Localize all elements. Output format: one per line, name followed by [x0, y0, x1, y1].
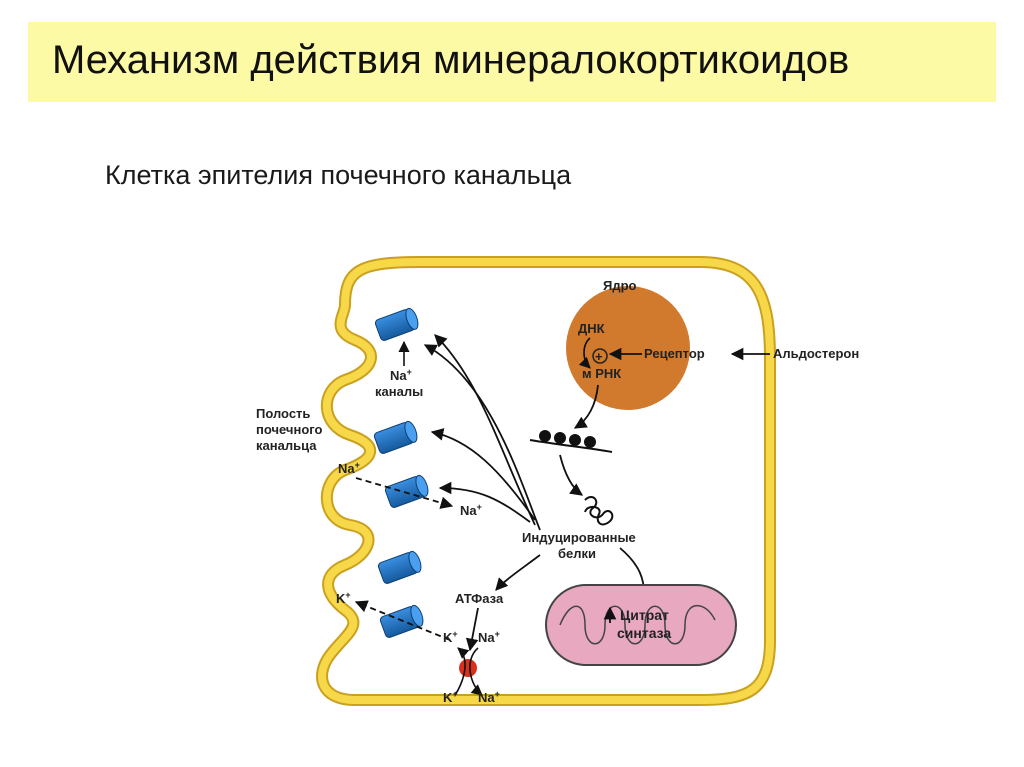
na-k-pump [459, 659, 477, 677]
aldosterone-label: Альдостерон [773, 346, 859, 361]
mitochondrion [545, 584, 737, 666]
pump-na-arrow [469, 647, 483, 696]
ribosome-strand [529, 439, 613, 453]
pump-k-arrow [454, 647, 470, 696]
protein-to-channel-3-arrow [430, 428, 536, 521]
dna-to-mrna-arrow [578, 337, 591, 369]
na-channels-label-1: Na+ [390, 367, 412, 383]
cell-membrane-fill [318, 258, 774, 704]
k-efflux-arrow [354, 600, 451, 641]
na-channels-label-2: каналы [375, 384, 423, 399]
na-influx-arrow [355, 477, 454, 509]
citrate-label-1: Цитрат [620, 607, 669, 623]
nucleus [566, 286, 690, 410]
atpase-arrow [465, 607, 479, 652]
receptor-label: Рецептор [644, 346, 705, 361]
lumen-label-3: канальца [256, 438, 317, 453]
induced-proteins-label-2: белки [558, 546, 596, 561]
na-channel-1 [374, 307, 419, 341]
mrna-to-ribosome-arrow [573, 384, 599, 429]
plus-sign: + [595, 349, 603, 364]
ribosome-2 [554, 432, 566, 444]
na-pump-in-label: Na+ [478, 629, 500, 645]
ribosome-3 [569, 434, 581, 446]
na-outside-label: Na+ [338, 460, 360, 476]
ribosome-1 [539, 430, 551, 442]
slide-subtitle: Клетка эпителия почечного канальца [105, 160, 572, 190]
na-inside-label: Na+ [460, 502, 482, 518]
k-lumen-label: K+ [336, 590, 351, 606]
induced-proteins-label-1: Индуцированные [522, 530, 636, 545]
protein-to-channel-4-arrow [438, 481, 531, 523]
protein-to-channel-1-arrow [434, 334, 536, 526]
mrna-label: м РНК [582, 366, 621, 381]
slide-title: Механизм действия минералокортикоидов [52, 38, 850, 82]
ribosome-4 [584, 436, 596, 448]
lumen-label-1: Полость [256, 406, 310, 421]
title-banner [28, 22, 996, 102]
na-pump-out-label: Na+ [478, 689, 500, 705]
plus-circle [592, 348, 608, 364]
atpase-label: АТФаза [455, 591, 504, 606]
dna-label: ДНК [578, 321, 605, 336]
mitochondrion-cristae [559, 604, 716, 645]
na-channel-4 [377, 550, 422, 584]
k-pump-out-label: K+ [443, 689, 458, 705]
na-channel-3 [384, 474, 429, 508]
na-channel-2 [373, 420, 418, 454]
induced-protein-coil [584, 496, 614, 526]
lumen-label-2: почечного [256, 422, 323, 437]
protein-to-atpase-arrow [495, 554, 541, 591]
citrate-label-2: синтаза [617, 625, 671, 641]
ribosome-to-protein-arrow [559, 454, 584, 496]
k-channel [379, 604, 424, 638]
protein-to-channel-2-arrow [423, 344, 541, 531]
nucleus-label: Ядро [603, 278, 637, 293]
k-pump-in-label: K+ [443, 629, 458, 645]
